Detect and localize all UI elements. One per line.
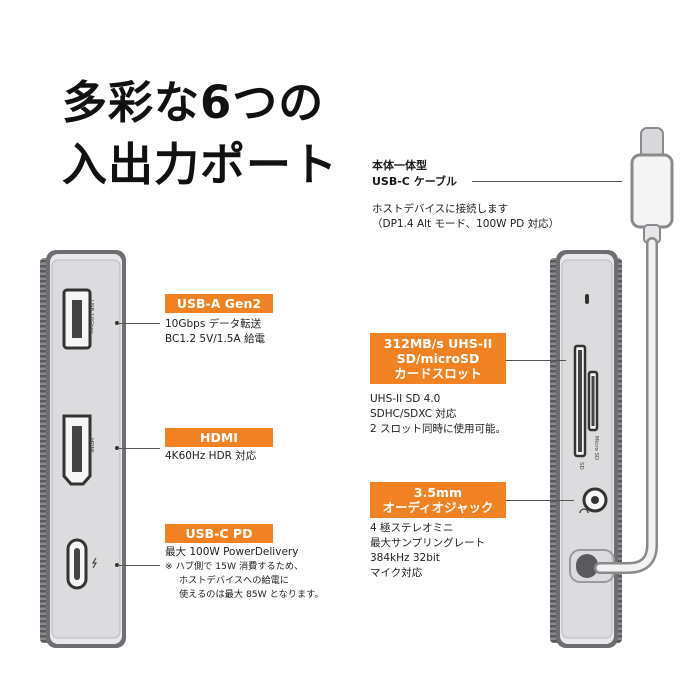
headline-line2: 入出力ポート (62, 138, 339, 191)
audio-desc-line1: 4 極ステレオミニ (370, 522, 454, 534)
hdmi-desc: 4K60Hz HDR 対応 (165, 449, 256, 464)
sd-badge-line1: 312MB/s UHS-II (383, 336, 493, 351)
audio-badge: 3.5mm オーディオジャック (370, 482, 506, 518)
usbc-note-line3: 使えるのは最大 85W となります。 (179, 589, 324, 600)
audio-leader (506, 500, 574, 501)
audio-desc-line3: 384kHz 32bit (370, 552, 440, 564)
usbc-leader (118, 565, 160, 566)
usba-desc-line2: BC1.2 5V/1.5A 給電 (165, 333, 266, 345)
usbc-desc: 最大 100W PowerDelivery ※ ハブ側で 15W 消費するため、… (165, 545, 324, 602)
cable-desc-line1: ホストデバイスに接続します (372, 203, 509, 215)
cable-leader (472, 181, 622, 182)
sd-desc-line3: 2 スロット同時に使用可能。 (370, 423, 507, 435)
cable-title-line1: 本体一体型 (372, 159, 427, 172)
audio-badge-line1: 3.5mm (413, 485, 463, 500)
sd-desc: UHS-II SD 4.0 SDHC/SDXC 対応 2 スロット同時に使用可能… (370, 392, 506, 437)
sd-leader (506, 360, 566, 361)
audio-desc-line2: 最大サンプリングレート (370, 537, 486, 549)
hdmi-badge: HDMI (165, 428, 273, 447)
hub-right-side: SD Micro SD (548, 250, 658, 650)
cable-title-line2: USB-C ケーブル (372, 175, 458, 188)
sd-desc-line1: UHS-II SD 4.0 (370, 393, 441, 405)
usbc-desc-line1: 最大 100W PowerDelivery (165, 546, 299, 558)
usba-badge: USB-A Gen2 (165, 294, 273, 313)
usba-leader (118, 323, 160, 324)
sd-badge: 312MB/s UHS-II SD/microSD カードスロット (370, 333, 506, 384)
usbc-note-line2: ホストデバイスへの給電に (179, 575, 289, 586)
cable-desc-line2: （DP1.4 Alt モード、100W PD 対応） (372, 218, 560, 230)
usba-desc-line1: 10Gbps データ転送 (165, 318, 262, 330)
audio-desc: 4 極ステレオミニ 最大サンプリングレート 384kHz 32bit マイク対応 (370, 521, 485, 581)
usba-port-label: USB 10Gbps (88, 300, 94, 335)
headline-line1: 多彩な6つの (62, 76, 325, 129)
hdmi-leader-dot (115, 446, 119, 450)
sd-badge-line3: カードスロット (394, 366, 482, 381)
hdmi-port-label: HDMI (88, 438, 94, 453)
headline: 多彩な6つの 入出力ポート (62, 72, 338, 196)
hdmi-leader (118, 448, 160, 449)
usbc-leader-dot (115, 563, 119, 567)
usbc-badge: USB-C PD (165, 524, 273, 543)
usbc-note-line1: ※ ハブ側で 15W 消費するため、 (165, 561, 304, 572)
audio-desc-line4: マイク対応 (370, 567, 423, 579)
usba-leader-dot (115, 321, 119, 325)
hub-right-illustration (550, 250, 622, 648)
cable-title: 本体一体型 USB-C ケーブル (372, 158, 457, 190)
sd-desc-line2: SDHC/SDXC 対応 (370, 408, 457, 420)
audio-badge-line2: オーディオジャック (382, 500, 494, 515)
sd-badge-line2: SD/microSD (396, 351, 480, 366)
hdmi-desc-line1: 4K60Hz HDR 対応 (165, 450, 257, 462)
hub-left-side: USB 10Gbps HDMI (38, 250, 128, 650)
usba-desc: 10Gbps データ転送 BC1.2 5V/1.5A 給電 (165, 317, 265, 347)
microsd-slot-label: Micro SD (593, 436, 599, 461)
hub-left-illustration (40, 250, 126, 648)
sd-slot-label: SD (578, 462, 584, 470)
cable-desc: ホストデバイスに接続します （DP1.4 Alt モード、100W PD 対応） (372, 202, 559, 232)
